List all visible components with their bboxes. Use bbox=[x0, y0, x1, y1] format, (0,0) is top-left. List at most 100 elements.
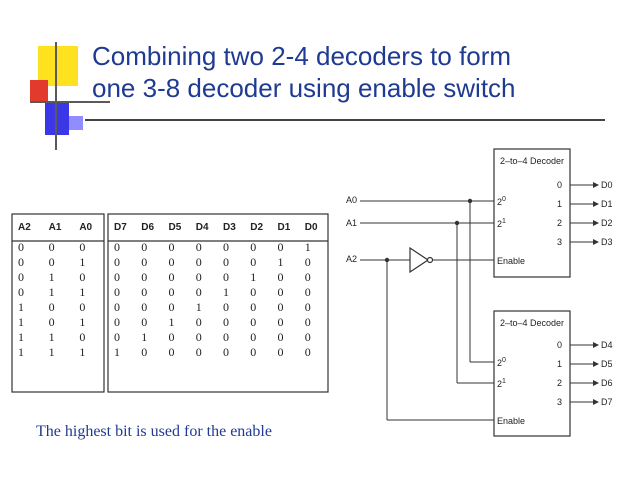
output-cell: 0 bbox=[195, 270, 202, 284]
output-cell: 0 bbox=[250, 285, 257, 299]
output-cell: 0 bbox=[168, 285, 175, 299]
output-arrow bbox=[593, 182, 599, 188]
output-cell: 1 bbox=[250, 270, 257, 284]
output-arrow bbox=[593, 342, 599, 348]
output-label: D6 bbox=[601, 378, 613, 388]
input-cell: 1 bbox=[18, 315, 24, 329]
output-cell: 0 bbox=[195, 315, 202, 329]
output-cell: 0 bbox=[168, 300, 175, 314]
slide-title: Combining two 2-4 decoders to form one 3… bbox=[92, 40, 632, 104]
header-cell: D4 bbox=[195, 221, 209, 233]
output-cell: 0 bbox=[114, 315, 120, 329]
output-index-label: 2 bbox=[557, 378, 562, 388]
output-cell: 0 bbox=[114, 240, 120, 254]
input-cell: 0 bbox=[18, 270, 24, 284]
output-cell: 1 bbox=[195, 300, 202, 314]
output-label: D4 bbox=[601, 340, 613, 350]
output-label: D7 bbox=[601, 397, 613, 407]
input-cell: 0 bbox=[79, 300, 86, 314]
decor-red-square bbox=[30, 80, 48, 102]
header-cell: D2 bbox=[250, 221, 264, 233]
input-cell: 1 bbox=[48, 270, 55, 284]
output-arrow bbox=[593, 380, 599, 386]
title-underline bbox=[85, 119, 605, 121]
output-cell: 0 bbox=[195, 285, 202, 299]
enable-pin-label: Enable bbox=[497, 256, 525, 266]
output-cell: 0 bbox=[250, 330, 257, 344]
output-cell: 0 bbox=[277, 345, 284, 359]
output-cell: 0 bbox=[304, 315, 311, 329]
output-cell: 0 bbox=[141, 315, 148, 329]
output-arrow bbox=[593, 399, 599, 405]
output-cell: 0 bbox=[277, 315, 284, 329]
decor-vertical-line bbox=[55, 42, 57, 150]
input-cell: 0 bbox=[79, 330, 86, 344]
output-index-label: 1 bbox=[557, 199, 562, 209]
output-index-label: 0 bbox=[557, 340, 562, 350]
output-cell: 0 bbox=[114, 300, 120, 314]
output-cell: 0 bbox=[277, 270, 284, 284]
output-cell: 0 bbox=[141, 345, 148, 359]
input-cell: 0 bbox=[18, 255, 24, 269]
output-cell: 0 bbox=[114, 270, 120, 284]
input-cell: 1 bbox=[18, 300, 24, 314]
input-cell: 0 bbox=[48, 315, 55, 329]
output-arrow bbox=[593, 361, 599, 367]
output-label: D2 bbox=[601, 218, 613, 228]
output-cell: 0 bbox=[223, 330, 229, 344]
output-cell: 0 bbox=[114, 255, 120, 269]
output-cell: 0 bbox=[168, 345, 175, 359]
output-cell: 0 bbox=[114, 285, 120, 299]
output-cell: 1 bbox=[277, 255, 284, 269]
truth-table-row: 0 0 1 bbox=[14, 255, 106, 270]
output-cell: 0 bbox=[141, 285, 148, 299]
header-cell: A1 bbox=[48, 221, 62, 233]
output-index-label: 3 bbox=[557, 397, 562, 407]
output-cell: 0 bbox=[304, 255, 311, 269]
output-cell: 0 bbox=[168, 330, 175, 344]
title-line-2: one 3-8 decoder using enable switch bbox=[92, 73, 516, 103]
input-cell: 1 bbox=[79, 255, 86, 269]
output-cell: 0 bbox=[277, 285, 284, 299]
output-cell: 1 bbox=[114, 345, 120, 359]
header-cell: D0 bbox=[304, 221, 318, 233]
output-cell: 0 bbox=[304, 345, 311, 359]
output-cell: 0 bbox=[114, 330, 120, 344]
input-cell: 1 bbox=[18, 330, 24, 344]
title-line-1: Combining two 2-4 decoders to form bbox=[92, 41, 512, 71]
output-cell: 0 bbox=[277, 240, 284, 254]
output-cell: 0 bbox=[223, 270, 229, 284]
output-cell: 0 bbox=[304, 330, 311, 344]
decoder-bottom-box bbox=[493, 310, 571, 437]
input-cell: 1 bbox=[18, 345, 24, 359]
decor-horizontal-line bbox=[30, 101, 110, 103]
output-cell: 0 bbox=[195, 345, 202, 359]
input-label-a1: A1 bbox=[346, 218, 357, 228]
output-cell: 1 bbox=[223, 285, 229, 299]
output-cell: 0 bbox=[277, 300, 284, 314]
decor-blue-small-square bbox=[69, 116, 83, 130]
output-cell: 1 bbox=[141, 330, 148, 344]
output-index-label: 1 bbox=[557, 359, 562, 369]
output-cell: 0 bbox=[250, 300, 257, 314]
input-cell: 0 bbox=[18, 285, 24, 299]
header-cell: D5 bbox=[168, 221, 182, 233]
input-cell: 1 bbox=[48, 285, 55, 299]
output-cell: 0 bbox=[223, 300, 229, 314]
input-cell: 0 bbox=[48, 240, 55, 254]
output-cell: 0 bbox=[141, 255, 148, 269]
output-cell: 0 bbox=[250, 240, 257, 254]
output-cell: 0 bbox=[195, 255, 202, 269]
input-cell: 0 bbox=[48, 255, 55, 269]
